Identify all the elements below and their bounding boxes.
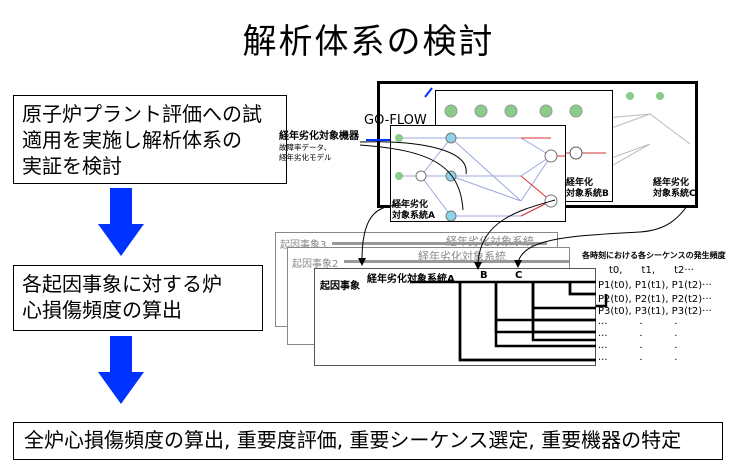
step-box-1: 原子炉プラント評価への試 適用を実施し解析体系の 実証を検討 bbox=[13, 95, 287, 184]
tree-header-c: C bbox=[515, 270, 523, 281]
step-line: 全炉心損傷頻度の算出, 重要度評価, 重要シーケンス選定, 重要機器の特定 bbox=[24, 428, 682, 452]
initiating-event-2: 起因事象2 bbox=[292, 259, 339, 270]
sequence-row: P2(t0), P2(t1), P2(t2)··· bbox=[598, 294, 712, 305]
sequence-title: 各時刻における各シーケンスの発生頻度 bbox=[582, 251, 726, 260]
system-c-label: 経年劣化対象系統C bbox=[653, 178, 696, 200]
tree-line bbox=[344, 260, 569, 263]
step-line: 原子炉プラント評価への試 bbox=[22, 102, 262, 126]
event-tree-1: 起因事象 経年劣化対象系統A B C bbox=[314, 268, 596, 366]
initiating-event-1: 起因事象 bbox=[320, 281, 360, 292]
sequence-header: t0, t1, t2··· bbox=[609, 265, 694, 276]
system-a-line: 対象系統A bbox=[392, 211, 435, 221]
sequence-row: ··· · · bbox=[598, 355, 678, 366]
sequence-row: ··· · · bbox=[598, 319, 678, 330]
tree-header: 経年劣化対象系統 bbox=[418, 250, 506, 263]
system-b-line: 経年化 bbox=[566, 178, 594, 188]
down-arrow-icon bbox=[98, 336, 144, 404]
sequence-row: ··· · · bbox=[598, 343, 678, 354]
step-box-2: 各起因事象に対する炉 心損傷頻度の算出 bbox=[13, 265, 263, 331]
goflow-label: GO-FLOW bbox=[364, 113, 427, 128]
initiating-event-3: 起因事象3 bbox=[280, 240, 327, 251]
component-label: 経年劣化対象機器 bbox=[279, 131, 359, 142]
sequence-row: P3(t0), P3(t1), P3(t2)··· bbox=[598, 306, 712, 317]
down-arrow-icon bbox=[98, 188, 144, 256]
sequence-row: ··· · · bbox=[598, 331, 678, 342]
step-line: 各起因事象に対する炉 bbox=[22, 272, 222, 296]
component-sub-line: 故障率データ、 bbox=[279, 143, 332, 152]
tree-line bbox=[332, 242, 547, 245]
step-box-3: 全炉心損傷頻度の算出, 重要度評価, 重要シーケンス選定, 重要機器の特定 bbox=[13, 422, 723, 460]
system-b-label: 経年化対象系統B bbox=[566, 178, 609, 200]
component-sub-line: 経年劣化モデル bbox=[279, 153, 332, 162]
step-line: 心損傷頻度の算出 bbox=[22, 298, 182, 322]
step-line: 適用を実施し解析体系の bbox=[22, 128, 242, 152]
system-c-line: 対象系統C bbox=[653, 189, 696, 199]
page-title: 解析体系の検討 bbox=[242, 22, 495, 62]
system-c-line: 経年劣化 bbox=[653, 178, 690, 188]
sequence-row: P1(t0), P1(t1), P1(t2)··· bbox=[598, 280, 712, 291]
system-a-label: 経年劣化対象系統A bbox=[392, 200, 435, 222]
system-a-line: 経年劣化 bbox=[392, 200, 429, 210]
tree-header-a: 経年劣化対象系統A bbox=[367, 274, 455, 285]
system-b-line: 対象系統B bbox=[566, 189, 609, 199]
component-sub: 故障率データ、 経年劣化モデル bbox=[279, 143, 332, 163]
step-line: 実証を検討 bbox=[22, 154, 122, 178]
tree-header-b: B bbox=[480, 270, 488, 281]
